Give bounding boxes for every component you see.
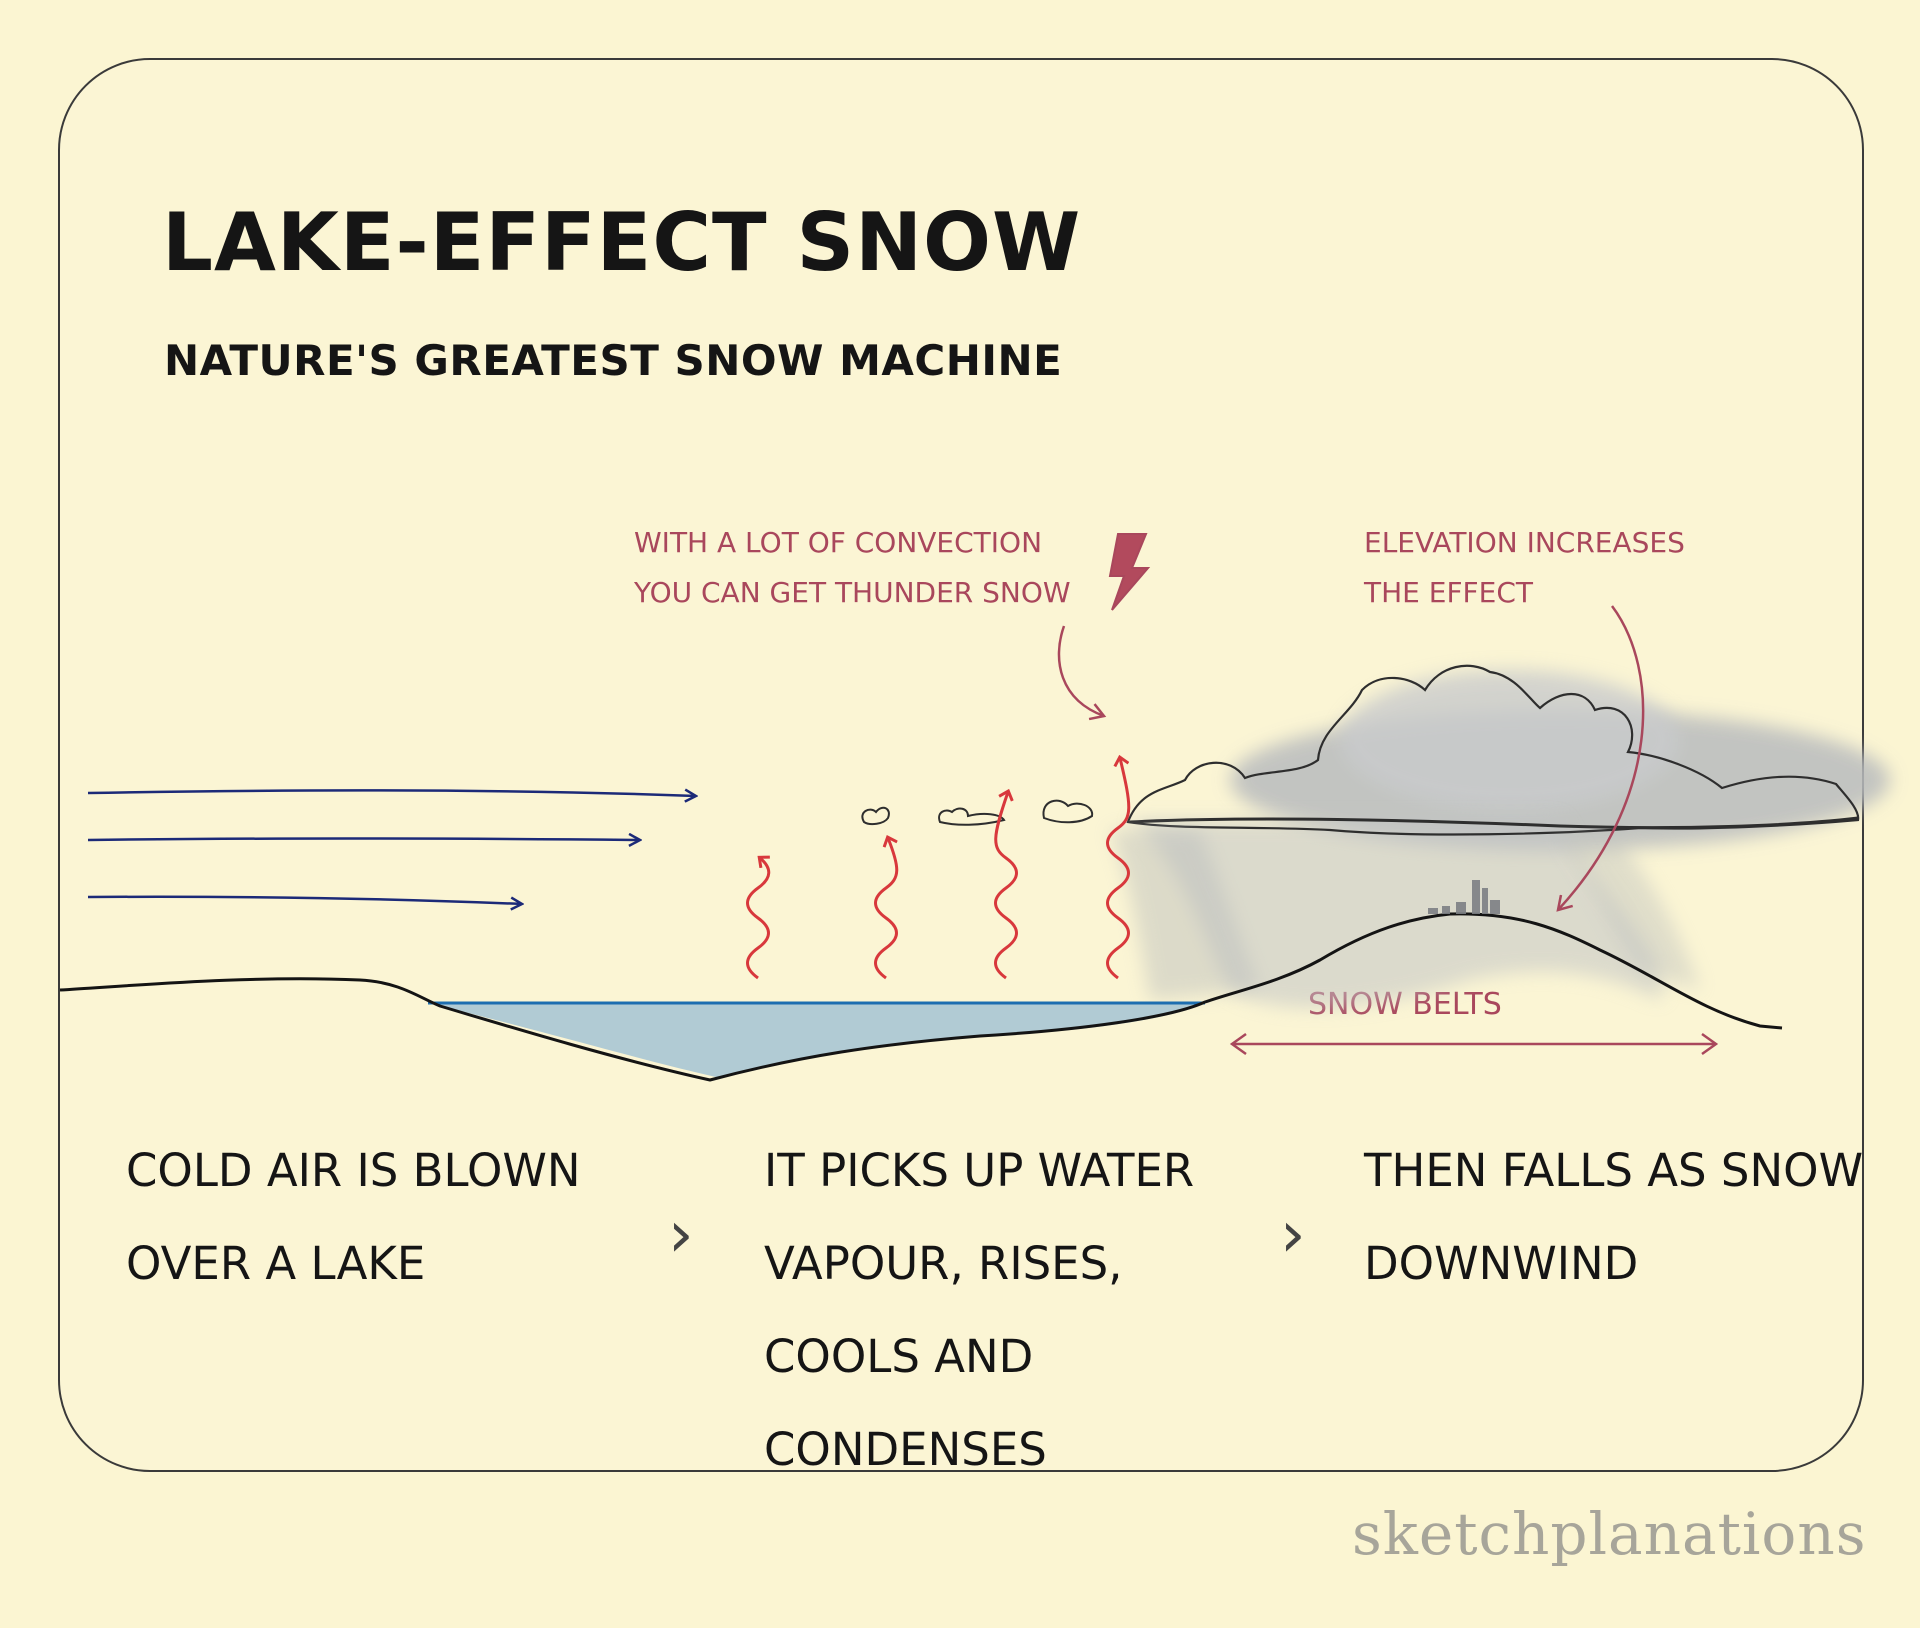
rising-air-arrows: [746, 758, 1131, 980]
elevation-pointer-arrow: [1558, 605, 1645, 910]
step-snowfall: Then falls as snow downwind: [1364, 1144, 1864, 1290]
thunder-annotation-line-2: you can get thunder snow: [634, 576, 1071, 609]
ground-line: [59, 912, 1783, 1082]
elevation-annotation-line-1: Elevation increases: [1364, 526, 1685, 559]
step-cold-air: Cold air is blown over a lake: [126, 1144, 581, 1290]
city-skyline-icon: [1428, 880, 1500, 914]
wind-arrow-1: [87, 790, 696, 796]
elevation-annotation: Elevation increases the effect: [1364, 518, 1685, 618]
thunder-pointer-arrow: [1057, 625, 1104, 716]
brand-watermark: sketchplanations: [1352, 1500, 1867, 1568]
page-subtitle: Nature's greatest snow machine: [164, 336, 1063, 385]
lake: [428, 1003, 1205, 1078]
snow-haze: [1110, 830, 1700, 1000]
snow-belts-span-arrow: [1229, 1032, 1719, 1056]
wind-arrow-3: [87, 895, 522, 904]
wind-arrows: [87, 790, 696, 904]
thunder-snow-annotation: With a lot of convection you can get thu…: [634, 518, 1071, 618]
rising-air-arrow-4: [1106, 758, 1131, 980]
wind-arrow-2: [87, 839, 640, 841]
cloud-icon: [861, 664, 1890, 1009]
step-evaporation: It picks up water vapour, rises, cools a…: [764, 1144, 1195, 1476]
separator-chevron-1: ›: [668, 1198, 694, 1272]
page-title: Lake-effect snow: [162, 196, 1082, 289]
rising-air-arrow-2: [874, 838, 899, 980]
lightning-icon: [1108, 533, 1151, 611]
thunder-annotation-line-1: With a lot of convection: [634, 526, 1043, 559]
rising-air-arrow-3: [994, 792, 1018, 980]
elevation-annotation-line-2: the effect: [1364, 576, 1533, 609]
separator-chevron-2: ›: [1280, 1198, 1306, 1272]
rising-air-arrow-1: [746, 858, 771, 980]
